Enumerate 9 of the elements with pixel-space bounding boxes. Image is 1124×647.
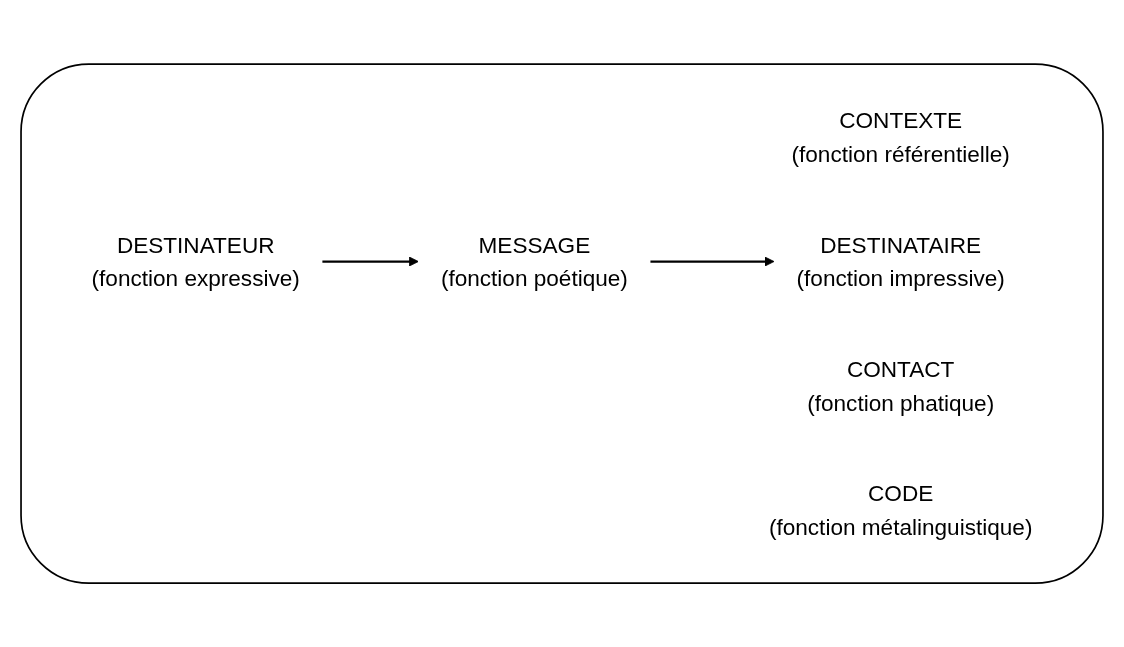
node-text: DESTINATEUR (fonction expressive) [91, 232, 300, 291]
node-text: DESTINATAIRE (fonction impressive) [796, 232, 1005, 291]
node-text: CONTACT (fonction phatique) [807, 356, 995, 415]
node-text: MESSAGE (fonction poétique) [440, 232, 628, 291]
node-text: CODE (fonction métalinguistique) [768, 480, 1033, 540]
cluster [20, 63, 1104, 584]
node-text: CONTEXTE (fonction référentielle) [791, 107, 1010, 167]
arrow [322, 256, 419, 267]
arrow [650, 256, 775, 267]
